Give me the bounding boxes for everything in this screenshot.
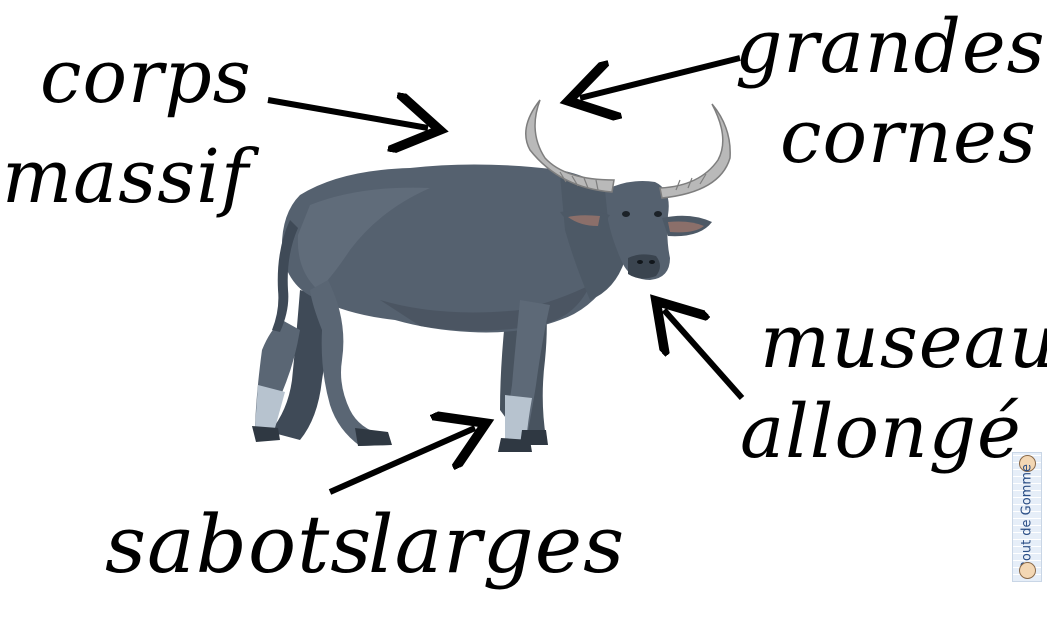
label-cornes: cornes xyxy=(780,100,1037,174)
label-museau: museau xyxy=(760,305,1047,379)
arrow-grandes-cornes xyxy=(580,58,740,98)
label-massif: massif xyxy=(2,140,249,214)
bout-de-gomme-logo: Bout de Gomme xyxy=(1012,452,1042,582)
label-sabots: sabots xyxy=(105,505,372,585)
label-grandes: grandes xyxy=(735,10,1046,84)
logo-text: Bout de Gomme xyxy=(1020,464,1035,570)
label-corps: corps xyxy=(40,40,252,114)
arrow-sabots-larges xyxy=(330,428,475,492)
label-larges: larges xyxy=(368,505,625,585)
label-allonge: allongé xyxy=(740,395,1022,469)
logo-face-icon xyxy=(1019,562,1036,579)
arrow-museau-allonge xyxy=(664,310,742,398)
arrow-corps-massif xyxy=(268,100,428,128)
